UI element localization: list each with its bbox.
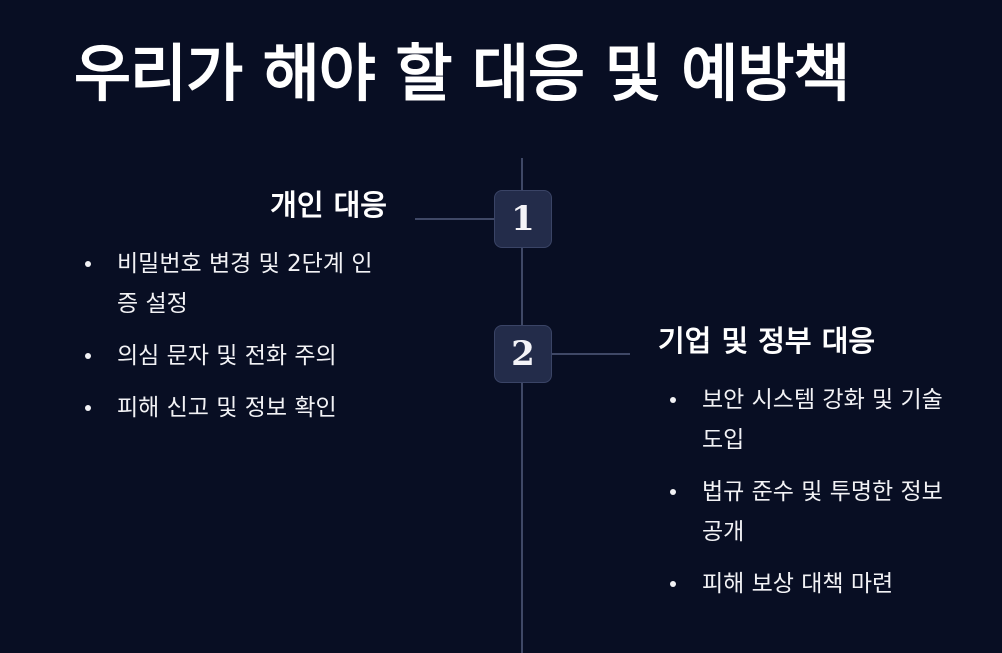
step-1-bullet-item: 비밀번호 변경 및 2단계 인증 설정 [83,244,383,324]
step-2-bullet-item: 피해 보상 대책 마련 [668,564,958,604]
step-1-bullet-list: 비밀번호 변경 및 2단계 인증 설정 의심 문자 및 전화 주의 피해 신고 … [83,244,383,440]
step-2-heading: 기업 및 정부 대응 [658,324,876,358]
step-2-bullet-item: 보안 시스템 강화 및 기술 도입 [668,380,958,460]
step-1-bullet-item: 의심 문자 및 전화 주의 [83,336,383,376]
step-2-bullet-list: 보안 시스템 강화 및 기술 도입 법규 준수 및 투명한 정보 공개 피해 보… [668,380,958,616]
timeline-vertical-line [521,158,523,653]
step-1-heading: 개인 대응 [270,188,387,222]
step-1-bullet-item: 피해 신고 및 정보 확인 [83,388,383,428]
step-1-number-badge: 1 [494,190,552,248]
step-2-bullet-item: 법규 준수 및 투명한 정보 공개 [668,472,958,552]
step-2-connector [552,353,630,355]
step-1-connector [415,218,494,220]
step-2-number-badge: 2 [494,325,552,383]
page-title: 우리가 해야 할 대응 및 예방책 [74,37,850,110]
